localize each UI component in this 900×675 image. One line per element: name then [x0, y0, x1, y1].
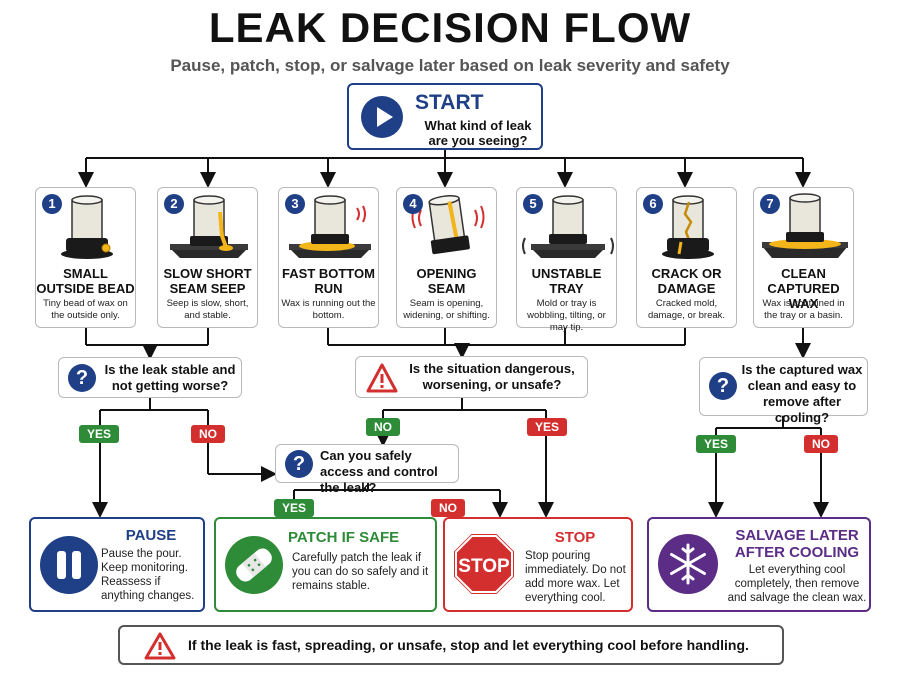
leak-card-5: 5 UNSTABLE TRAY Mold or tray is wobbling…: [516, 187, 617, 333]
leak-card-4: 4 OPENING SEAM Seam is opening, widening…: [396, 187, 497, 328]
card-number: 7: [760, 194, 780, 214]
outcome-patch: PATCH IF SAFE Carefully patch the leak i…: [214, 517, 437, 612]
start-box: START What kind of leak are you seeing?: [347, 83, 543, 150]
play-icon: [361, 96, 403, 138]
card-title: UNSTABLE TRAY: [531, 266, 602, 296]
outcome-title: PAUSE: [125, 527, 177, 544]
card-number: 5: [523, 194, 543, 214]
no-label-access: NO: [431, 499, 465, 517]
no-label: NO: [191, 425, 225, 443]
outcome-title: PATCH IF SAFE: [288, 529, 400, 546]
yes-label: YES: [79, 425, 119, 443]
card-description: Seam is opening, widening, or shifting.: [403, 298, 490, 321]
card-title: CRACK OR DAMAGE: [651, 266, 722, 296]
question-captured: ? Is the captured wax clean and easy to …: [699, 357, 868, 425]
outcome-body: Stop pouring immediately. Do not add mor…: [525, 550, 626, 604]
card-number: 2: [164, 194, 184, 214]
footer-text: If the leak is fast, spreading, or unsaf…: [188, 637, 749, 653]
question-stable: ? Is the leak stable and not getting wor…: [58, 357, 242, 398]
outcome-body: Carefully patch the leak if you can do s…: [292, 552, 429, 592]
stop-sign-icon: STOP: [452, 532, 516, 596]
cracked-mold-icon: [662, 195, 714, 259]
outcome-body: Pause the pour. Keep monitoring. Reasses…: [101, 548, 195, 602]
seam-seep-icon: [170, 195, 248, 258]
outcome-pause: PAUSE Pause the pour. Keep monitoring. R…: [29, 517, 205, 612]
captured-wax-icon: [762, 193, 848, 258]
question-text: Can you safely access and control the le…: [320, 448, 438, 495]
card-description: Cracked mold, damage, or break.: [647, 298, 726, 321]
yes-label-captured: YES: [696, 435, 736, 453]
question-text: Is the situation dangerous, worsening, o…: [409, 361, 575, 392]
card-title: FAST BOTTOM RUN: [282, 266, 375, 296]
question-danger: Is the situation dangerous, worsening, o…: [355, 356, 588, 398]
question-icon: ?: [709, 372, 737, 400]
card-number: 6: [643, 194, 663, 214]
yes-label-access: YES: [274, 499, 314, 517]
pause-icon: [40, 536, 98, 594]
card-description: Seep is slow, short, and stable.: [166, 298, 249, 321]
stop-sign-text: STOP: [458, 556, 510, 577]
card-description: Tiny bead of wax on the outside only.: [43, 298, 128, 321]
card-title: CLEAN CAPTURED WAX: [767, 266, 840, 311]
safety-footer: If the leak is fast, spreading, or unsaf…: [118, 625, 784, 665]
card-number: 4: [403, 194, 423, 214]
page-subtitle: Pause, patch, stop, or salvage later bas…: [170, 56, 730, 75]
question-access: ? Can you safely access and control the …: [275, 444, 459, 495]
outcome-salvage: SALVAGE LATER AFTER COOLING Let everythi…: [647, 517, 871, 612]
leak-card-6: 6 CRACK OR DAMAGE Cracked mold, damage, …: [636, 187, 737, 328]
card-title: OPENING SEAM: [416, 266, 477, 296]
question-icon: ?: [68, 364, 96, 392]
snowflake-icon: [658, 534, 718, 594]
card-description: Wax is contained in the tray or a basin.: [762, 298, 845, 321]
small-bead-icon: [61, 195, 113, 259]
card-number: 3: [285, 194, 305, 214]
unstable-tray-icon: [522, 195, 614, 258]
outcome-title: STOP: [554, 529, 596, 546]
bottom-run-icon: [289, 195, 371, 258]
card-title: SLOW SHORT SEAM SEEP: [163, 266, 252, 296]
leak-card-7: 7 CLEAN CAPTURED WAX Wax is contained in…: [753, 187, 854, 328]
page-title: LEAK DECISION FLOW: [208, 4, 692, 51]
opening-seam-icon: [411, 195, 485, 255]
no-label-danger: NO: [366, 418, 400, 436]
card-description: Wax is running out the bottom.: [281, 298, 376, 321]
warning-icon: [366, 363, 398, 393]
no-label-captured: NO: [804, 435, 838, 453]
warning-icon: [144, 632, 176, 660]
yes-label-danger: YES: [527, 418, 567, 436]
bandage-icon: [225, 536, 283, 594]
outcome-stop: STOP STOP Stop pouring immediately. Do n…: [443, 517, 633, 612]
card-description: Mold or tray is wobbling, tilting, or ma…: [527, 298, 606, 333]
leak-card-3: 3 FAST BOTTOM RUN Wax is running out the…: [278, 187, 379, 328]
question-icon: ?: [285, 450, 313, 478]
card-title: SMALL OUTSIDE BEAD: [36, 266, 135, 296]
outcome-title: SALVAGE LATER AFTER COOLING: [734, 527, 860, 561]
leak-card-1: 1 SMALL OUTSIDE BEAD Tiny bead of wax on…: [35, 187, 136, 328]
outcome-body: Let everything cool completely, then rem…: [727, 564, 867, 604]
card-number: 1: [42, 194, 62, 214]
question-text: Is the captured wax clean and easy to re…: [741, 362, 863, 425]
start-label: START: [415, 91, 484, 114]
leak-card-2: 2 SLOW SHORT SEAM SEEP Seep is slow, sho…: [157, 187, 258, 328]
question-text: Is the leak stable and not getting worse…: [104, 362, 236, 393]
start-question: What kind of leak are you seeing?: [424, 118, 532, 148]
